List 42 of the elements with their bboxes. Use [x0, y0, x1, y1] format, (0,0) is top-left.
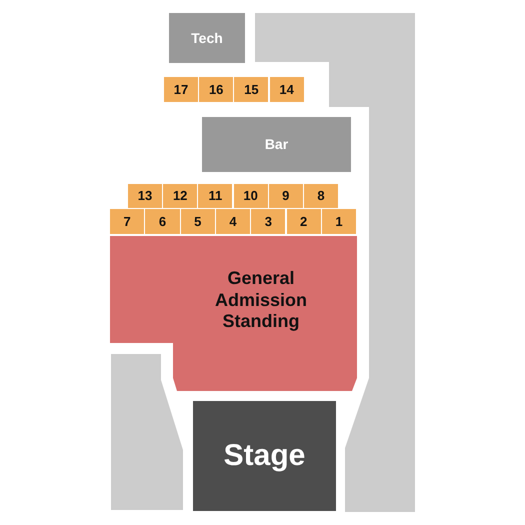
seat-section [128, 184, 162, 208]
seat-section [270, 77, 304, 102]
seat-section [234, 77, 268, 102]
seat-section [286, 209, 321, 234]
seat-section [251, 209, 286, 234]
standing-area [110, 236, 357, 391]
section-number: 17 [174, 82, 188, 98]
seat-section [199, 77, 234, 102]
seat-section [268, 184, 303, 208]
room-block [169, 13, 245, 63]
section-number: 7 [124, 214, 131, 230]
section-number: 5 [194, 214, 202, 230]
section-number: 2 [300, 214, 308, 230]
area-label: Bar [264, 136, 288, 153]
section-number: 6 [158, 214, 166, 230]
section-number: 4 [229, 214, 237, 230]
seat-section [322, 209, 356, 234]
seat-section [216, 209, 250, 234]
section-number: 8 [317, 188, 325, 204]
area-label: Tech [191, 30, 223, 46]
area-label: General Admission Standing [214, 268, 308, 333]
seat-section [164, 77, 198, 102]
seat-section [198, 184, 232, 208]
section-number: 12 [172, 188, 188, 204]
section-number: 14 [279, 82, 294, 98]
section-number: 10 [243, 188, 258, 204]
section-number: 13 [138, 188, 152, 204]
seat-section [163, 184, 198, 208]
section-number: 9 [282, 188, 290, 204]
seat-section [180, 209, 215, 234]
section-number: 3 [264, 214, 272, 230]
section-number: 1 [335, 214, 343, 230]
stage [193, 401, 336, 511]
section-number: 11 [208, 188, 222, 204]
seat-section [304, 184, 338, 208]
seat-section [234, 184, 268, 208]
area-label: Stage [224, 438, 306, 474]
section-number: 16 [208, 82, 224, 98]
room-block [202, 117, 351, 172]
section-number: 15 [244, 82, 259, 98]
seat-section [110, 209, 144, 234]
seat-section [145, 209, 180, 234]
